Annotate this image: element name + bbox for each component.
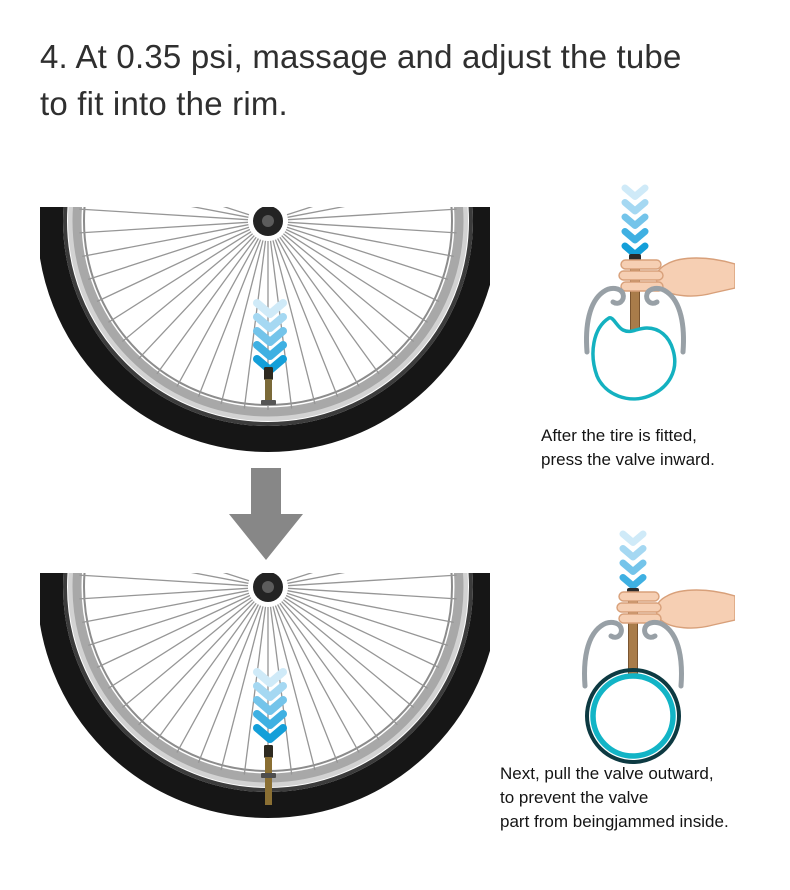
- chevron-down-icon: [253, 668, 287, 744]
- hand-icon: [618, 257, 735, 297]
- hub: [253, 207, 283, 236]
- hub: [253, 573, 283, 602]
- step-title-line-2: to fit into the rim.: [40, 84, 288, 122]
- caption-line: to prevent the valve: [500, 788, 649, 808]
- caption-line: Next, pull the valve outward,: [500, 764, 714, 783]
- spokes: [79, 207, 457, 410]
- valve-stem-icon: [261, 367, 276, 405]
- pull-valve-diagram: [575, 528, 735, 768]
- spokes: [79, 573, 457, 776]
- press-valve-caption: After the tire is fitted, press the valv…: [541, 424, 771, 472]
- step-title-line-1: 4. At 0.35 psi, massage and adjust the t…: [40, 38, 682, 75]
- pull-valve-caption: Next, pull the valve outward, to prevent…: [500, 762, 780, 834]
- caption-line: part from beingjammed inside.: [500, 812, 729, 832]
- chevron-down-icon: [619, 530, 647, 590]
- inner-tube-icon: [591, 316, 677, 401]
- valve-stem-icon: [261, 745, 276, 805]
- press-valve-diagram: [575, 180, 735, 425]
- hand-icon: [616, 589, 735, 629]
- tire: [40, 207, 490, 452]
- down-arrow-icon: [229, 468, 303, 560]
- rim-cross-section-icon: [582, 619, 684, 689]
- step-title: 4. At 0.35 psi, massage and adjust the t…: [40, 34, 770, 128]
- chevron-down-icon: [621, 184, 649, 258]
- inner-tube-icon: [585, 668, 681, 764]
- caption-line: After the tire is fitted,: [541, 426, 697, 445]
- caption-line: press the valve inward.: [541, 450, 715, 470]
- wheel-photo-top: [40, 207, 490, 455]
- rim-cross-section-icon: [584, 285, 686, 355]
- wheel-photo-bottom: [40, 573, 490, 820]
